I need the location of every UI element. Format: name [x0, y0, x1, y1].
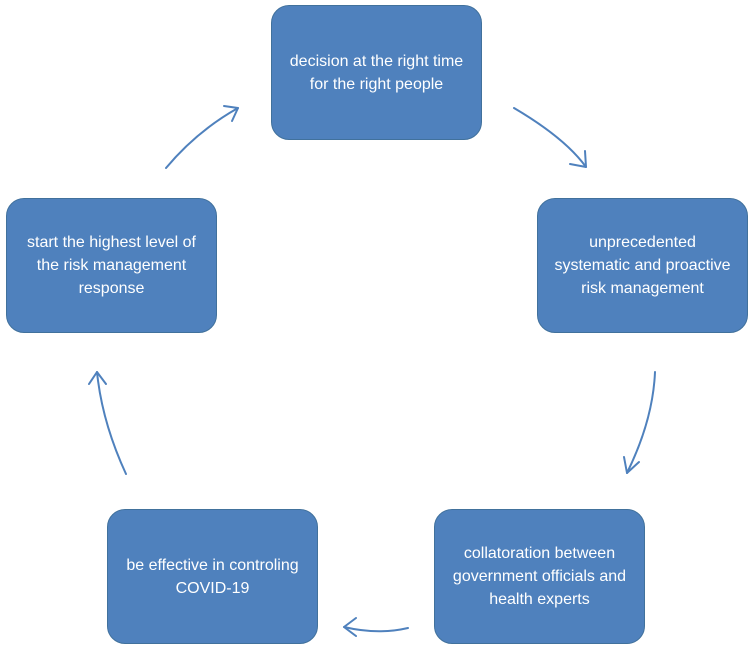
arrowhead-left-to-top: [223, 105, 239, 122]
node-label: collatoration between government officia…: [452, 545, 627, 608]
arrowhead-bottom-right-to-bottom-left: [343, 617, 357, 637]
node-label: start the highest level of the risk mana…: [27, 234, 196, 297]
node-label: unprecedented systematic and proactive r…: [554, 234, 731, 297]
arrowhead-bottom-left-to-left: [88, 371, 107, 385]
node-proactive-risk-management: unprecedented systematic and proactive r…: [537, 198, 748, 333]
arrow-right-to-bottom-right: [626, 371, 656, 474]
node-label: decision at the right time for the right…: [289, 52, 464, 93]
node-effective-covid: be effective in controling COVID-19: [107, 509, 318, 644]
arrow-bottom-left-to-left: [96, 371, 127, 475]
node-decision-right-time: decision at the right time for the right…: [271, 5, 482, 140]
arrowhead-top-to-right: [569, 150, 587, 168]
arrow-left-to-top: [165, 107, 239, 169]
node-label: be effective in controling COVID-19: [126, 556, 299, 597]
node-highest-level-response: start the highest level of the risk mana…: [6, 198, 217, 333]
arrow-top-to-right: [513, 107, 587, 168]
node-collaboration: collatoration between government officia…: [434, 509, 645, 644]
arrow-bottom-right-to-bottom-left: [343, 626, 409, 633]
arrowhead-right-to-bottom-right: [623, 456, 640, 474]
